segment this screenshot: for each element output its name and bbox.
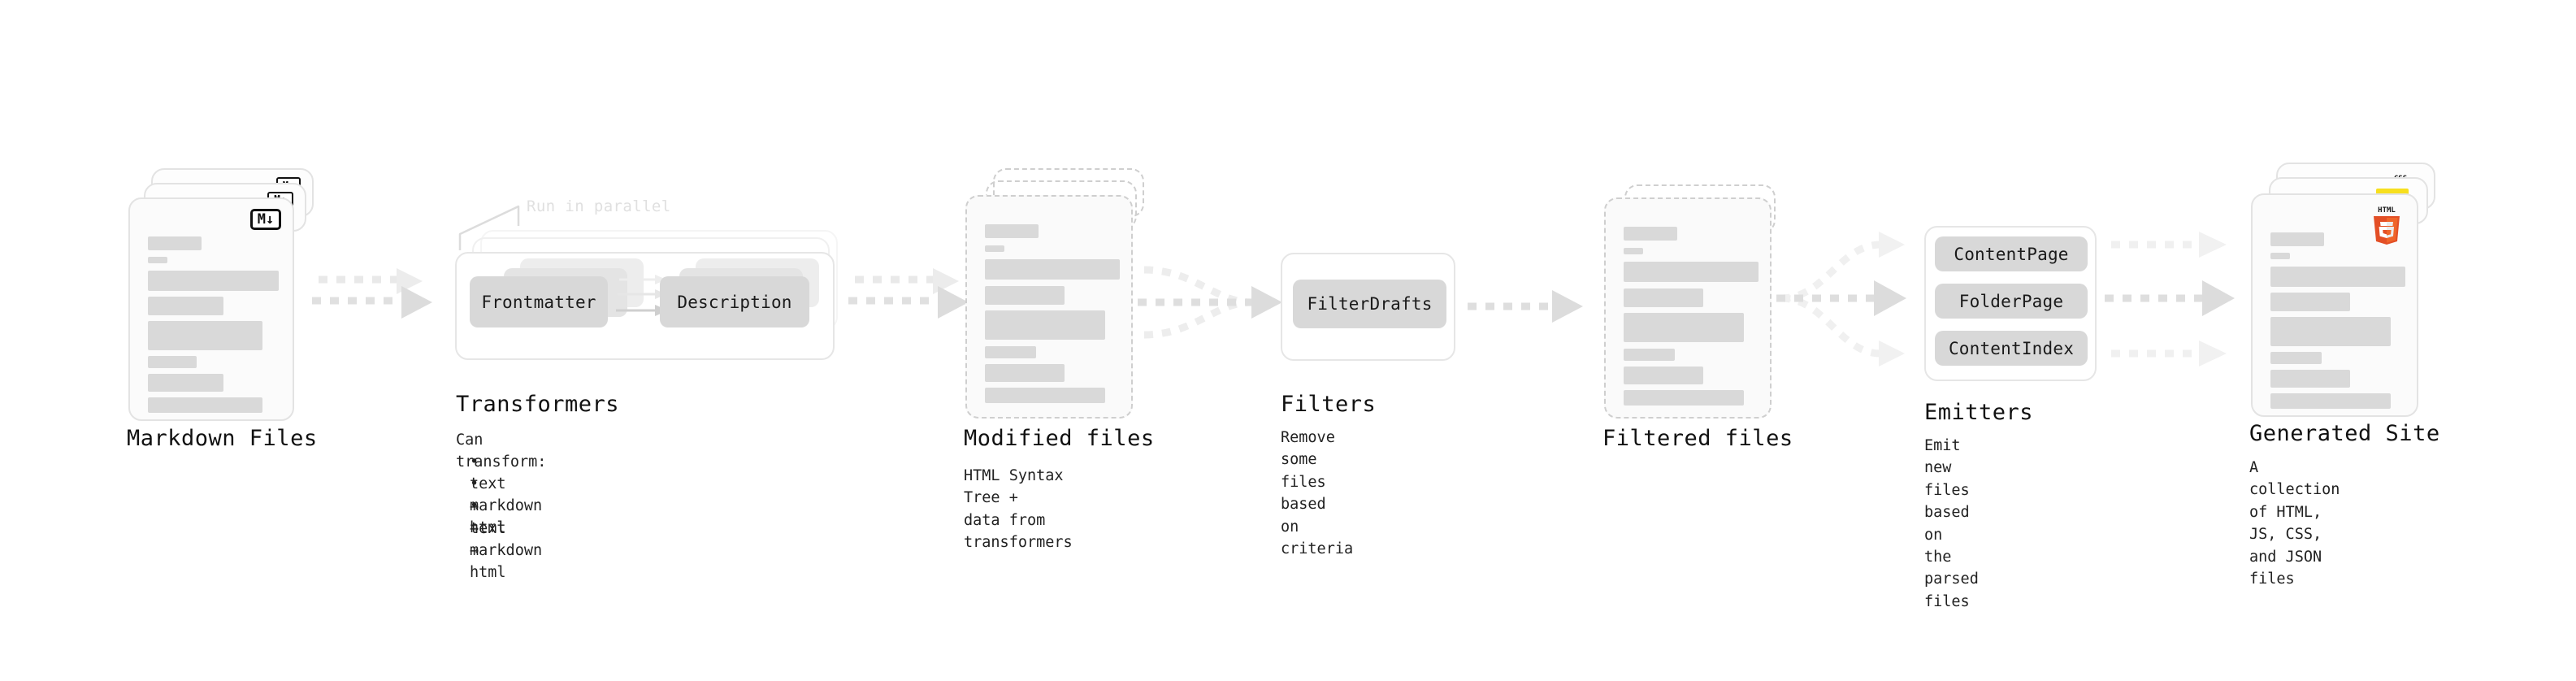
skeleton-bar bbox=[148, 236, 202, 250]
skeleton-bar bbox=[2270, 352, 2322, 364]
stage-title-transformers: Transformers bbox=[456, 392, 620, 417]
svg-text:HTML: HTML bbox=[2378, 206, 2396, 215]
connector-filters-to-filtered bbox=[1468, 290, 1583, 323]
stage-title-filtered-files: Filtered files bbox=[1602, 426, 1793, 451]
skeleton-bar bbox=[1624, 248, 1643, 254]
skeleton-bar bbox=[985, 388, 1105, 403]
skeleton-bar bbox=[2270, 393, 2391, 409]
stage-title-generated-site: Generated Site bbox=[2249, 421, 2440, 446]
emitter-pill-folderpage[interactable]: FolderPage bbox=[1935, 284, 2088, 319]
skeleton-bar bbox=[1624, 227, 1677, 241]
skeleton-bar bbox=[2270, 232, 2324, 246]
skeleton-bar bbox=[985, 286, 1065, 305]
skeleton-bar bbox=[148, 271, 279, 291]
skeleton-bar bbox=[985, 346, 1036, 358]
skeleton-bar bbox=[2270, 253, 2290, 259]
skeleton-bar bbox=[148, 374, 223, 392]
transformer-pill-frontmatter[interactable]: Frontmatter bbox=[470, 276, 608, 327]
skeleton-bar bbox=[148, 257, 167, 263]
skeleton-bar bbox=[2270, 293, 2350, 311]
connector-emitters-to-site bbox=[2105, 232, 2235, 367]
stage-subtitle-emitters: Emit new files based on the parsed files bbox=[1924, 437, 1979, 610]
connector-markdown-to-transformers bbox=[312, 268, 432, 319]
stage-title-emitters: Emitters bbox=[1924, 400, 2034, 425]
stage-title-markdown-files: Markdown Files bbox=[127, 426, 318, 451]
skeleton-bar bbox=[985, 364, 1065, 382]
stage-subtitle-transformers: Can transform: bbox=[456, 432, 547, 471]
filter-pill-filterdrafts[interactable]: FilterDrafts bbox=[1293, 280, 1446, 328]
stage-subtitle-filters: Remove some files based on criteria bbox=[1281, 429, 1354, 557]
skeleton-bar bbox=[1624, 367, 1703, 384]
emitter-pill-contentpage[interactable]: ContentPage bbox=[1935, 236, 2088, 271]
skeleton-bar bbox=[2270, 370, 2350, 388]
connector-filtered-to-emitters bbox=[1776, 232, 1906, 367]
modified-card-front bbox=[965, 195, 1133, 419]
skeleton-bar bbox=[1624, 390, 1744, 406]
skeleton-bar bbox=[985, 224, 1039, 238]
transform-bullet-1: • text → text bbox=[470, 453, 506, 538]
emitter-pill-contentindex[interactable]: ContentIndex bbox=[1935, 331, 2088, 366]
skeleton-bar bbox=[985, 245, 1004, 252]
stage-title-modified-files: Modified files bbox=[964, 426, 1155, 451]
html5-logo-icon: HTML bbox=[2374, 206, 2400, 245]
skeleton-bar bbox=[2270, 267, 2405, 287]
skeleton-bar bbox=[148, 356, 197, 368]
skeleton-bar bbox=[148, 321, 262, 350]
transformer-pill-description[interactable]: Description bbox=[660, 276, 809, 327]
markdown-card-front: M↓ bbox=[128, 197, 294, 421]
run-in-parallel-label: Run in parallel bbox=[527, 197, 671, 215]
skeleton-bar bbox=[148, 397, 262, 413]
stage-subtitle-modified-files: HTML Syntax Tree + data from transformer… bbox=[964, 467, 1073, 552]
skeleton-bar bbox=[1624, 313, 1744, 342]
connector-transformers-to-modified bbox=[848, 268, 969, 319]
skeleton-bar bbox=[1624, 262, 1759, 282]
skeleton-bar bbox=[148, 297, 223, 315]
markdown-logo-icon: M↓ bbox=[250, 209, 281, 230]
skeleton-bar bbox=[985, 310, 1105, 340]
stage-title-filters: Filters bbox=[1281, 392, 1377, 417]
connector-modified-to-filters bbox=[1138, 266, 1282, 339]
site-card-front: HTML bbox=[2251, 193, 2418, 417]
stage-subtitle-generated-site: A collection of HTML, JS, CSS, and JSON … bbox=[2249, 459, 2340, 588]
run-in-parallel-bracket bbox=[458, 205, 520, 250]
skeleton-bar bbox=[1624, 349, 1675, 361]
skeleton-bar bbox=[1624, 288, 1703, 307]
skeleton-bar bbox=[985, 259, 1120, 280]
skeleton-bar bbox=[2270, 317, 2391, 346]
transform-bullet-3: • html → html bbox=[470, 497, 506, 582]
transform-bullet-2: • markdown → markdown bbox=[470, 475, 543, 560]
filtered-card-front bbox=[1604, 197, 1772, 419]
